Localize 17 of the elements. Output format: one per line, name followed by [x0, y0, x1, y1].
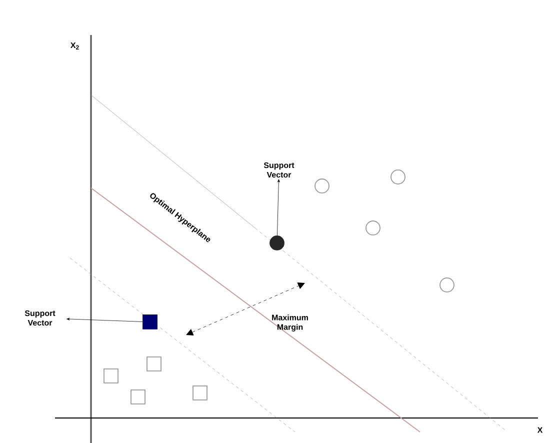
data-point-square	[192, 386, 208, 400]
axis-label: X$_{2}$	[70, 42, 79, 50]
data-point-square	[146, 356, 162, 372]
leader-line	[66, 318, 143, 322]
data-point-circle	[314, 178, 330, 194]
support-vector-circle	[270, 236, 284, 250]
data-point-circle	[366, 220, 380, 236]
leader-line	[277, 179, 280, 236]
data-point-circle	[390, 170, 406, 184]
data-point-square	[104, 368, 118, 384]
support-vector-label: Support Vector	[24, 310, 56, 326]
data-point-circle	[440, 278, 454, 292]
support-vector-square	[142, 314, 158, 330]
support-vector-label: Support Vector	[264, 162, 294, 178]
margin-label: Maximum Margin	[272, 314, 308, 332]
axis-label: X	[537, 427, 543, 433]
data-point-square	[130, 390, 146, 404]
